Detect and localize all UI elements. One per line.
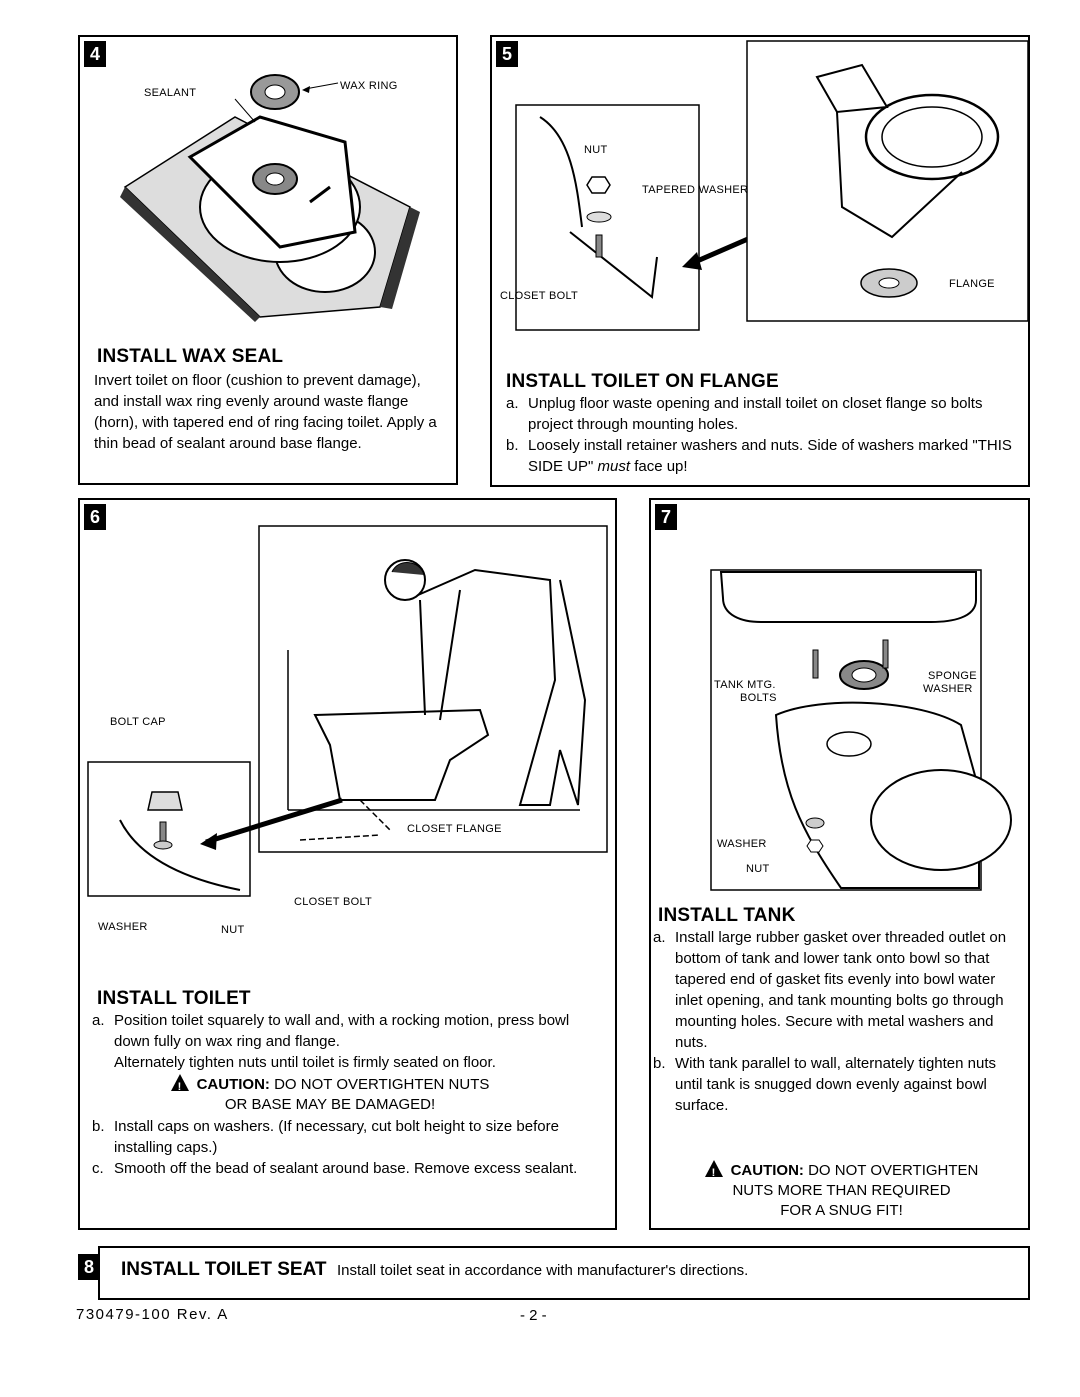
caution-label: CAUTION: [196,1076,270,1093]
list-item: a. Install large rubber gasket over thre… [653,927,1013,1053]
item-marker: a. [653,929,666,946]
caution-line: NUTS MORE THAN REQUIRED [732,1182,951,1199]
caution-notice: ! CAUTION: DO NOT OVERTIGHTEN NUTS OR BAS… [140,1074,520,1115]
washer-label: WASHER [98,921,148,933]
warning-icon: ! [704,1160,723,1179]
step-number: 5 [496,41,518,67]
step-6-instructions-a: a. Position toilet squarely to wall and,… [92,1010,602,1073]
step-8-heading: INSTALL TOILET SEAT [121,1259,327,1280]
bolts-label: BOLTS [740,692,777,704]
warning-glyph: ! [177,1081,182,1093]
item-text: Install large rubber gasket over threade… [675,929,1007,1051]
step-7-panel: 7 TANK MTG. BOLTS SPONGE WASHER WASHER N… [649,498,1030,1230]
step-5-instructions: a. Unplug floor waste opening and instal… [506,393,1016,477]
item-text: Unplug floor waste opening and install t… [528,395,983,433]
step-number: 8 [78,1254,100,1280]
item-marker: c. [92,1160,104,1177]
sponge-washer-label: WASHER [923,683,973,695]
list-item: b. Install caps on washers. (If necessar… [92,1116,602,1158]
bolt-cap-label: BOLT CAP [110,716,166,728]
step-6-panel: 6 BOLT CAP CLOSET FLANGE CLOSET BOLT WAS… [78,498,617,1230]
caution-label: CAUTION: [730,1162,804,1179]
document-number: 730479-100 Rev. A [76,1306,229,1323]
step-6-instructions-bc: b. Install caps on washers. (If necessar… [92,1116,602,1179]
step-8-content: INSTALL TOILET SEAT Install toilet seat … [121,1259,748,1281]
closet-flange-label: CLOSET FLANGE [407,823,502,835]
wax-ring-label: WAX RING [340,80,398,92]
list-item: b. With tank parallel to wall, alternate… [653,1053,1013,1116]
item-marker: b. [506,437,519,454]
caution-line: DO NOT OVERTIGHTEN NUTS [269,1076,490,1093]
nut-label: NUT [584,144,608,156]
item-text: Install caps on washers. (If necessary, … [114,1118,559,1156]
wax-seal-illustration [120,74,420,322]
item-emphasis: must [597,458,631,475]
step-4-body: Invert toilet on floor (cushion to preve… [94,372,437,452]
warning-icon: ! [170,1074,189,1093]
caution-line: DO NOT OVERTIGHTEN [803,1162,979,1179]
caution-line: OR BASE MAY BE DAMAGED! [224,1096,436,1113]
step-number: 4 [84,41,106,67]
item-text-part: face up! [630,458,688,475]
item-marker: b. [92,1118,105,1135]
list-item: a. Position toilet squarely to wall and,… [92,1010,602,1073]
list-item: a. Unplug floor waste opening and instal… [506,393,1016,435]
caution-notice: ! CAUTION: DO NOT OVERTIGHTEN NUTS MORE T… [659,1160,1024,1221]
step-4-heading: INSTALL WAX SEAL [97,346,284,367]
install-tank-illustration [710,569,1012,891]
item-text-part: Alternately tighten nuts until toilet is… [114,1054,496,1071]
item-text-part: Loosely install retainer washers and nut… [528,437,1012,475]
closet-bolt-label: CLOSET BOLT [294,896,373,908]
sponge-label: SPONGE [928,670,977,682]
tapered-washer-label: TAPERED WASHER [642,184,749,196]
list-item: c. Smooth off the bead of sealant around… [92,1158,602,1179]
item-marker: b. [653,1055,666,1072]
closet-bolt-label: CLOSET BOLT [500,290,579,302]
step-5-panel: 5 NUT TAPERED WASHER CLOSET BOLT FLANGE … [490,35,1030,487]
page-number: - 2 - [520,1307,547,1324]
caution-line: FOR A SNUG FIT! [780,1202,903,1219]
list-item: b. Loosely install retainer washers and … [506,435,1016,477]
install-toilet-illustration [87,525,608,897]
item-text: Loosely install retainer washers and nut… [528,435,1016,477]
step-6-heading: INSTALL TOILET [97,988,251,1009]
item-text-part: Position toilet squarely to wall and, wi… [114,1012,570,1050]
step-number: 7 [655,504,677,530]
item-text: Position toilet squarely to wall and, wi… [114,1010,602,1073]
item-marker: a. [92,1012,105,1029]
item-text: Smooth off the bead of sealant around ba… [114,1160,578,1177]
step-4-panel: 4 SEALANT WAX RING INSTALL WAX SEAL Inve… [78,35,458,485]
step-number: 6 [84,504,106,530]
flange-illustration [515,40,1029,331]
nut-label: NUT [746,863,770,875]
sealant-label: SEALANT [144,87,197,99]
nut-label: NUT [221,924,245,936]
warning-glyph: ! [711,1167,716,1179]
step-7-instructions: a. Install large rubber gasket over thre… [653,927,1013,1116]
item-marker: a. [506,395,519,412]
step-8-text: Install toilet seat in accordance with m… [336,1262,749,1279]
step-8-panel: 8 INSTALL TOILET SEAT Install toilet sea… [78,1246,1030,1300]
washer-label: WASHER [717,838,767,850]
step-5-heading: INSTALL TOILET ON FLANGE [506,371,779,392]
tank-mtg-label: TANK MTG. [714,679,776,691]
step-7-heading: INSTALL TANK [658,905,796,926]
item-text: With tank parallel to wall, alternately … [675,1055,996,1114]
flange-label: FLANGE [949,278,995,290]
